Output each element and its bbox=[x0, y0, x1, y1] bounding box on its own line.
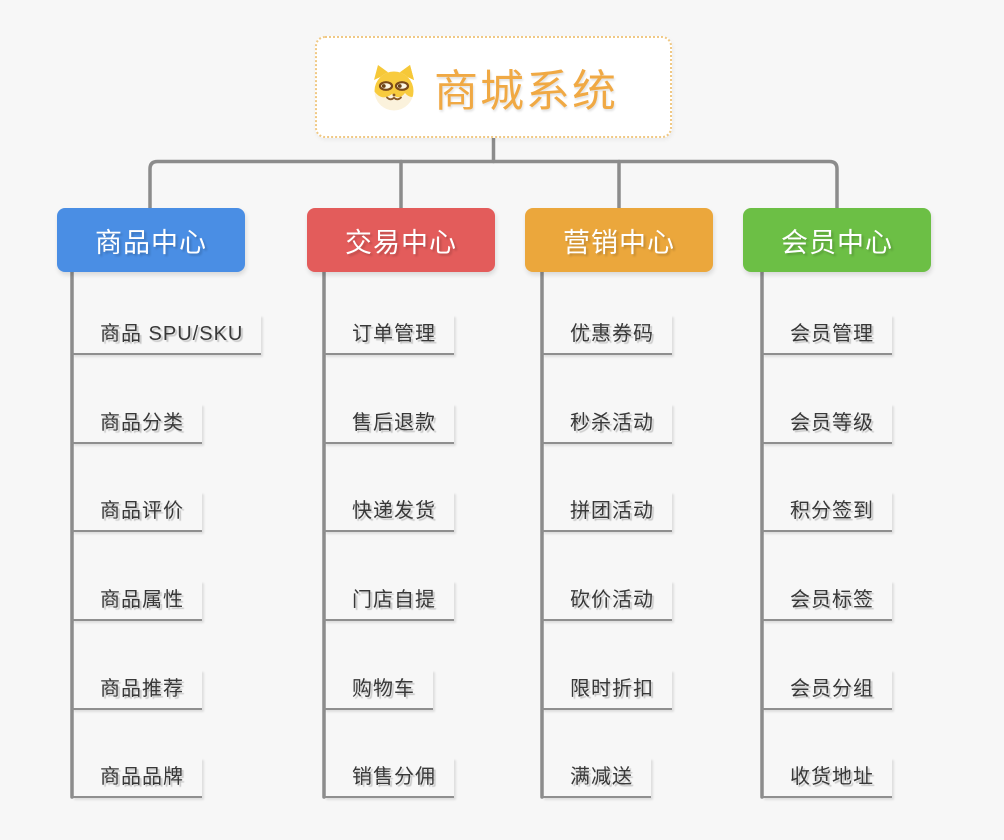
leaf-label: 秒杀活动 bbox=[570, 412, 654, 434]
leaf-node-member-management[interactable]: 会员管理 bbox=[762, 315, 892, 355]
branch-node-trade-center[interactable]: 交易中心 bbox=[307, 208, 495, 272]
leaf-node-shipping-address[interactable]: 收货地址 bbox=[762, 758, 892, 798]
leaf-node-store-pickup[interactable]: 门店自提 bbox=[324, 581, 454, 621]
leaf-label: 积分签到 bbox=[790, 500, 874, 522]
leaf-node-product-recommend[interactable]: 商品推荐 bbox=[72, 670, 202, 710]
leaf-node-order-management[interactable]: 订单管理 bbox=[324, 315, 454, 355]
root-node-mall-system[interactable]: 商城系统 bbox=[315, 36, 672, 138]
leaf-node-member-group[interactable]: 会员分组 bbox=[762, 670, 892, 710]
leaf-label: 快递发货 bbox=[352, 500, 436, 522]
leaf-label: 销售分佣 bbox=[352, 766, 436, 788]
branch-label: 商品中心 bbox=[95, 227, 207, 258]
leaf-node-product-brand[interactable]: 商品品牌 bbox=[72, 758, 202, 798]
leaf-node-product-spu-sku[interactable]: 商品 SPU/SKU bbox=[72, 315, 262, 355]
branch-label: 交易中心 bbox=[345, 227, 457, 258]
leaf-label: 会员分组 bbox=[790, 678, 874, 700]
leaf-label: 收货地址 bbox=[790, 766, 874, 788]
leaf-node-points-checkin[interactable]: 积分签到 bbox=[762, 492, 892, 532]
leaf-node-product-category[interactable]: 商品分类 bbox=[72, 404, 202, 444]
leaf-node-sales-commission[interactable]: 销售分佣 bbox=[324, 758, 454, 798]
branch-label: 营销中心 bbox=[563, 227, 675, 258]
leaf-label: 商品推荐 bbox=[100, 678, 184, 700]
leaf-node-limited-time-discount[interactable]: 限时折扣 bbox=[542, 670, 672, 710]
leaf-label: 订单管理 bbox=[352, 323, 436, 345]
leaf-label: 商品属性 bbox=[100, 589, 184, 611]
leaf-node-coupon-code[interactable]: 优惠券码 bbox=[542, 315, 672, 355]
leaf-node-flash-sale[interactable]: 秒杀活动 bbox=[542, 404, 672, 444]
leaf-node-product-attribute[interactable]: 商品属性 bbox=[72, 581, 202, 621]
leaf-label: 商品 SPU/SKU bbox=[100, 323, 244, 345]
leaf-label: 砍价活动 bbox=[570, 589, 654, 611]
leaf-node-product-review[interactable]: 商品评价 bbox=[72, 492, 202, 532]
leaf-label: 满减送 bbox=[570, 766, 633, 788]
leaf-label: 会员等级 bbox=[790, 412, 874, 434]
branch-node-product-center[interactable]: 商品中心 bbox=[57, 208, 245, 272]
leaf-node-member-level[interactable]: 会员等级 bbox=[762, 404, 892, 444]
leaf-label: 门店自提 bbox=[352, 589, 436, 611]
leaf-label: 商品分类 bbox=[100, 412, 184, 434]
branch-node-marketing-center[interactable]: 营销中心 bbox=[525, 208, 713, 272]
leaf-label: 会员标签 bbox=[790, 589, 874, 611]
branch-label: 会员中心 bbox=[781, 227, 893, 258]
leaf-label: 商品品牌 bbox=[100, 766, 184, 788]
branch-node-member-center[interactable]: 会员中心 bbox=[743, 208, 931, 272]
leaf-node-express-delivery[interactable]: 快递发货 bbox=[324, 492, 454, 532]
leaf-label: 优惠券码 bbox=[570, 323, 654, 345]
leaf-label: 售后退款 bbox=[352, 412, 436, 434]
root-title: 商城系统 bbox=[434, 67, 618, 116]
leaf-node-group-buy[interactable]: 拼团活动 bbox=[542, 492, 672, 532]
leaf-node-full-reduction[interactable]: 满减送 bbox=[542, 758, 651, 798]
leaf-label: 商品评价 bbox=[100, 500, 184, 522]
leaf-node-shopping-cart[interactable]: 购物车 bbox=[324, 670, 433, 710]
leaf-node-bargain-activity[interactable]: 砍价活动 bbox=[542, 581, 672, 621]
leaf-label: 限时折扣 bbox=[570, 678, 654, 700]
doge-face-icon bbox=[369, 64, 419, 111]
leaf-node-aftersale-refund[interactable]: 售后退款 bbox=[324, 404, 454, 444]
leaf-label: 会员管理 bbox=[790, 323, 874, 345]
leaf-node-member-tag[interactable]: 会员标签 bbox=[762, 581, 892, 621]
leaf-label: 购物车 bbox=[352, 678, 415, 700]
leaf-label: 拼团活动 bbox=[570, 500, 654, 522]
